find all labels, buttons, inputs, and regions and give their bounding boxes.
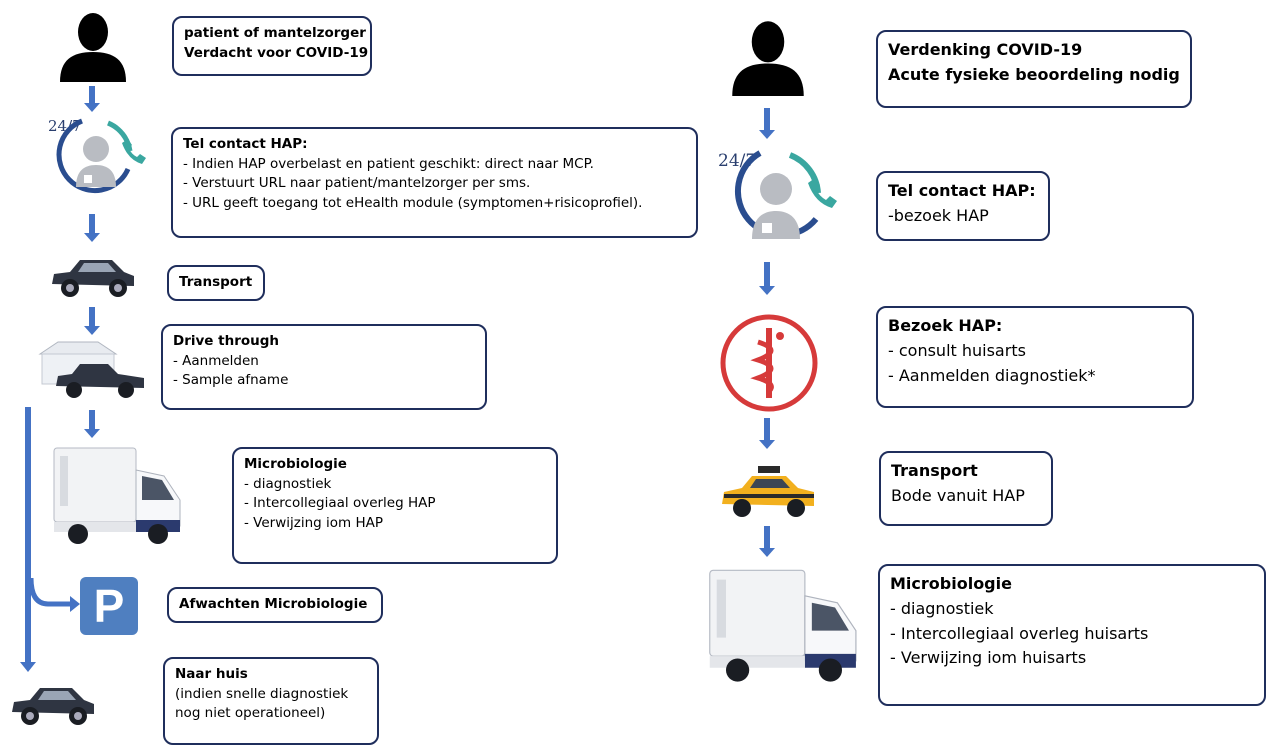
taxi-icon <box>722 466 814 517</box>
tel-contact-item: - Indien HAP overbelast en patient gesch… <box>183 155 594 172</box>
microbiology-title: Microbiologie <box>244 456 347 472</box>
drive-through-title: Drive through <box>173 333 280 349</box>
go-home-item: (indien snelle diagnostiek <box>175 685 349 702</box>
visit-hap-box: Bezoek HAP: - consult huisarts - Aanmeld… <box>876 306 1194 408</box>
transport-title: Transport <box>891 461 978 480</box>
drive-through-tent-icon <box>38 341 144 398</box>
patient-box: patient of mantelzorger Verdacht voor CO… <box>172 16 372 76</box>
await-microbiology-box: Afwachten Microbiologie <box>167 587 383 623</box>
car-icon <box>12 688 94 725</box>
microbiology-item: - diagnostiek <box>244 475 332 492</box>
suspect-line-1: Verdenking COVID-19 <box>888 40 1083 59</box>
transport-title: Transport <box>179 274 253 290</box>
go-home-title: Naar huis <box>175 666 248 682</box>
patient-line-1: patient of mantelzorger <box>184 25 366 41</box>
tel-contact-title: Tel contact HAP: <box>183 136 308 152</box>
parking-icon: P <box>80 577 138 635</box>
tel-contact-box: Tel contact HAP: -bezoek HAP <box>876 171 1050 241</box>
suspect-line-2: Acute fysieke beoordeling nodig <box>888 64 1180 84</box>
arrow-down <box>84 410 100 438</box>
transport-item: Bode vanuit HAP <box>891 485 1025 505</box>
microbiology-item: - Verwijzing iom HAP <box>244 514 383 531</box>
patient-line-2: Verdacht voor COVID-19 <box>184 44 369 61</box>
microbiology-item: - Intercollegiaal overleg huisarts <box>890 623 1149 643</box>
visit-hap-title: Bezoek HAP: <box>888 316 1003 335</box>
hotline-247-icon: 24/7 <box>718 143 837 253</box>
hotline-247-icon: 24/7 <box>44 113 146 195</box>
drive-through-item: - Sample afname <box>173 372 289 389</box>
suspect-box: Verdenking COVID-19 Acute fysieke beoord… <box>876 30 1192 108</box>
transport-box: Transport <box>167 265 265 301</box>
await-microbiology-title: Afwachten Microbiologie <box>179 596 368 612</box>
person-icon <box>732 21 804 96</box>
microbiology-item: - diagnostiek <box>890 598 994 618</box>
parking-letter: P <box>93 580 125 632</box>
visit-hap-item: - consult huisarts <box>888 340 1026 360</box>
microbiology-box: Microbiologie - diagnostiek - Intercolle… <box>232 447 558 564</box>
medical-caduceus-icon <box>720 314 818 412</box>
drive-through-box: Drive through - Aanmelden - Sample afnam… <box>161 324 487 410</box>
microbiology-item: - Intercollegiaal overleg HAP <box>244 495 436 512</box>
mobile-lab-van-icon <box>709 569 857 682</box>
microbiology-item: - Verwijzing iom huisarts <box>890 648 1087 668</box>
drive-through-item: - Aanmelden <box>173 352 259 369</box>
tel-contact-title: Tel contact HAP: <box>888 181 1036 200</box>
arrow-down <box>759 418 775 450</box>
arrow-down <box>759 108 775 140</box>
microbiology-box: Microbiologie - diagnostiek - Intercolle… <box>878 564 1266 706</box>
visit-hap-item: - Aanmelden diagnostiek* <box>888 365 1096 385</box>
car-icon <box>52 260 134 297</box>
tel-contact-item: - URL geeft toegang tot eHealth module (… <box>183 194 643 211</box>
microbiology-title: Microbiologie <box>890 574 1012 593</box>
go-home-box: Naar huis (indien snelle diagnostiek nog… <box>163 657 379 745</box>
arrow-down <box>759 526 775 558</box>
tel-contact-item: - Verstuurt URL naar patient/mantelzorge… <box>183 175 531 192</box>
mobile-lab-van-icon <box>53 447 181 544</box>
transport-box: Transport Bode vanuit HAP <box>879 451 1053 526</box>
hotline-247-label: 24/7 <box>48 117 82 135</box>
person-icon <box>60 13 126 82</box>
arrow-down <box>84 307 100 335</box>
arrow-down <box>84 214 100 242</box>
go-home-item: nog niet operationeel) <box>175 705 326 722</box>
tel-contact-item: -bezoek HAP <box>888 205 989 225</box>
arrow-down <box>84 86 100 112</box>
tel-contact-box: Tel contact HAP: - Indien HAP overbelast… <box>171 127 698 238</box>
arrow-down <box>759 262 775 296</box>
